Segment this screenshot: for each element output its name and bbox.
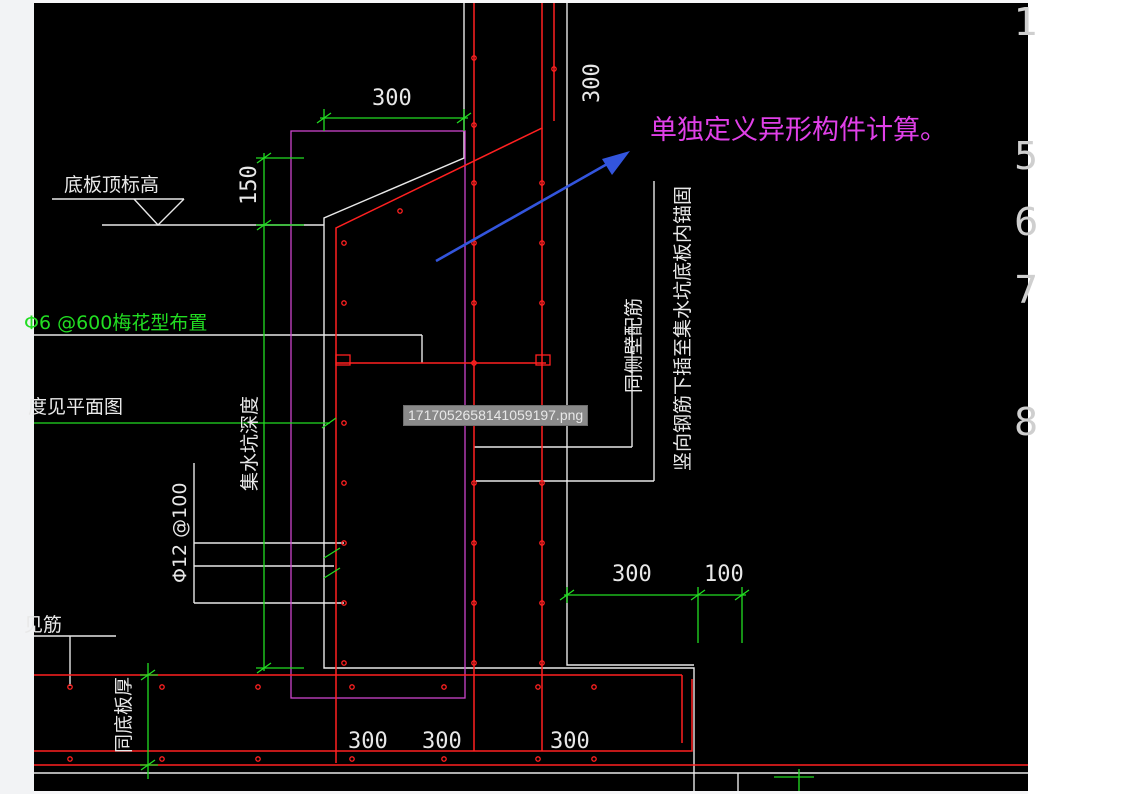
edge-fragment-5: 8 bbox=[1014, 400, 1038, 444]
label-pit-depth: 集水坑深度 bbox=[239, 396, 261, 491]
dim-left-150: 150 bbox=[237, 165, 262, 205]
rebar-hook-left bbox=[335, 354, 351, 366]
label-see-plan: 度见平面图 bbox=[28, 396, 123, 418]
viewer-left-margin bbox=[0, 0, 34, 794]
label-wall-rebar: 同侧壁配筋 bbox=[623, 298, 645, 393]
annotation-arrow bbox=[435, 151, 630, 263]
edge-fragment-4: 7 bbox=[1014, 268, 1038, 312]
filename-tooltip: 1717052658141059197.png bbox=[403, 405, 589, 426]
dim-top-300: 300 bbox=[372, 86, 412, 111]
viewer-right-margin bbox=[1028, 0, 1141, 794]
dim-right-300: 300 bbox=[580, 63, 605, 103]
label-vertical-rebar: 竖向钢筋下插至集水坑底板内锚固 bbox=[672, 186, 694, 471]
annotation-text: 单独定义异形构件计算。 bbox=[650, 115, 947, 146]
concrete-outline bbox=[34, 3, 1028, 791]
cad-drawing: 300 300 150 300 300 300 300 100 底板顶标高 Φ6… bbox=[24, 0, 1038, 791]
label-slab-thickness: 同底板厚 bbox=[113, 677, 135, 753]
dim-bottom-300-b: 300 bbox=[422, 729, 462, 754]
label-plum-layout: Φ6 @600梅花型布置 bbox=[24, 312, 207, 334]
drawing-canvas: 300 300 150 300 300 300 300 100 底板顶标高 Φ6… bbox=[24, 0, 1038, 791]
dim-bottom-300-a: 300 bbox=[348, 729, 388, 754]
dimension-lines bbox=[34, 109, 814, 791]
edge-fragment-3: 6 bbox=[1014, 200, 1038, 244]
rebar-hook-right bbox=[535, 354, 551, 366]
label-floor-top-elevation: 底板顶标高 bbox=[64, 174, 159, 196]
dim-bottom-300-c: 300 bbox=[550, 729, 590, 754]
dim-mid-100: 100 bbox=[704, 562, 744, 587]
edge-fragment-1: 1 bbox=[1014, 0, 1038, 44]
label-ribs: 见筋 bbox=[24, 614, 62, 636]
dim-mid-300: 300 bbox=[612, 562, 652, 587]
label-bar-spacing: Φ12 @100 bbox=[169, 483, 191, 583]
edge-fragment-2: 5 bbox=[1014, 134, 1038, 178]
